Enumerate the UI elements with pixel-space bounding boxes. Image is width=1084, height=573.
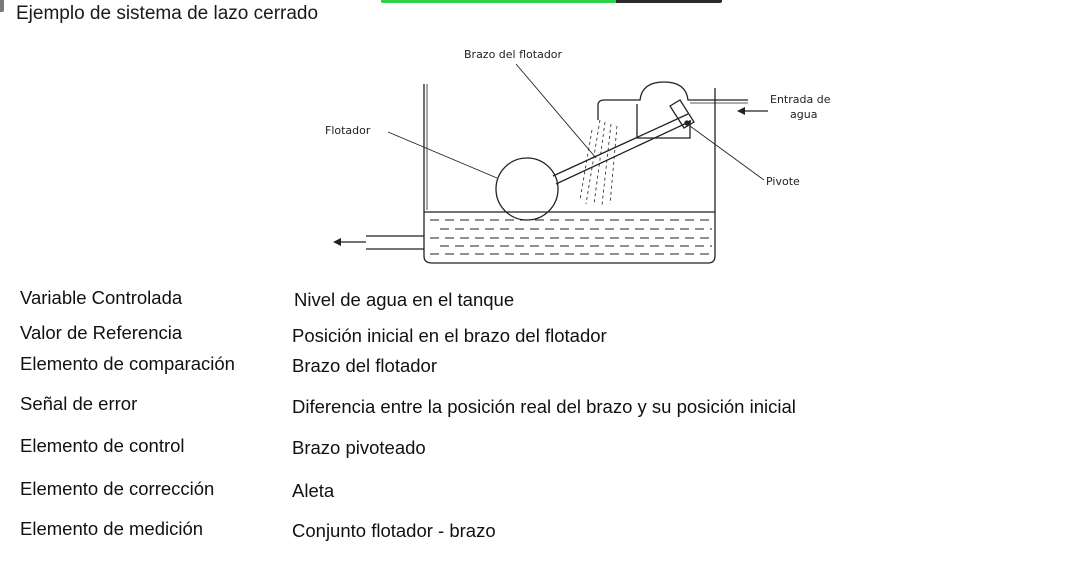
row-label-controlled-variable: Variable Controlada — [20, 287, 183, 308]
row-value-reference-value: Posición inicial en el brazo del flotado… — [292, 325, 607, 346]
inlet-arrow — [737, 107, 768, 115]
row-value-correction-element: Aleta — [292, 480, 335, 501]
label-pivot: Pivote — [766, 175, 800, 188]
row-label-error-signal: Señal de error — [20, 393, 138, 414]
row-label-comparison-element: Elemento de comparación — [20, 353, 235, 374]
float-ball — [495, 157, 559, 221]
valve-box — [636, 104, 691, 139]
water-dashes — [430, 219, 712, 255]
label-float-arm: Brazo del flotador — [464, 48, 563, 61]
leader-float — [387, 131, 498, 179]
valve-flap — [669, 99, 695, 129]
leader-pivot — [689, 125, 765, 181]
row-value-controlled-variable: Nivel de agua en el tanque — [294, 289, 515, 310]
float-arm — [552, 113, 692, 185]
row-value-measurement-element: Conjunto flotador - brazo — [292, 520, 496, 541]
row-label-correction-element: Elemento de corrección — [20, 478, 215, 499]
pivot-point — [684, 120, 690, 126]
label-inlet-2: agua — [790, 108, 817, 121]
row-value-error-signal: Diferencia entre la posición real del br… — [292, 396, 796, 417]
leader-arm — [515, 63, 597, 159]
water-spray — [579, 119, 618, 206]
row-label-control-element: Elemento de control — [20, 435, 185, 456]
tank-wall — [423, 84, 716, 264]
inlet-valve-housing — [597, 81, 748, 120]
row-value-control-element: Brazo pivoteado — [292, 437, 426, 458]
row-value-comparison-element: Brazo del flotador — [292, 355, 438, 376]
label-float: Flotador — [325, 124, 371, 137]
label-inlet-1: Entrada de — [770, 93, 831, 106]
top-progress-fill — [381, 0, 617, 3]
row-label-reference-value: Valor de Referencia — [20, 322, 183, 343]
page-title: Ejemplo de sistema de lazo cerrado — [16, 3, 319, 24]
outlet-pipe — [366, 235, 424, 250]
outlet-arrow — [333, 238, 366, 246]
top-progress-bar — [381, 0, 722, 3]
row-label-measurement-element: Elemento de medición — [20, 518, 204, 539]
float-tank-diagram: Brazo del flotador Flotador Entrada de a… — [325, 48, 831, 264]
window-edge-marker — [0, 0, 4, 12]
